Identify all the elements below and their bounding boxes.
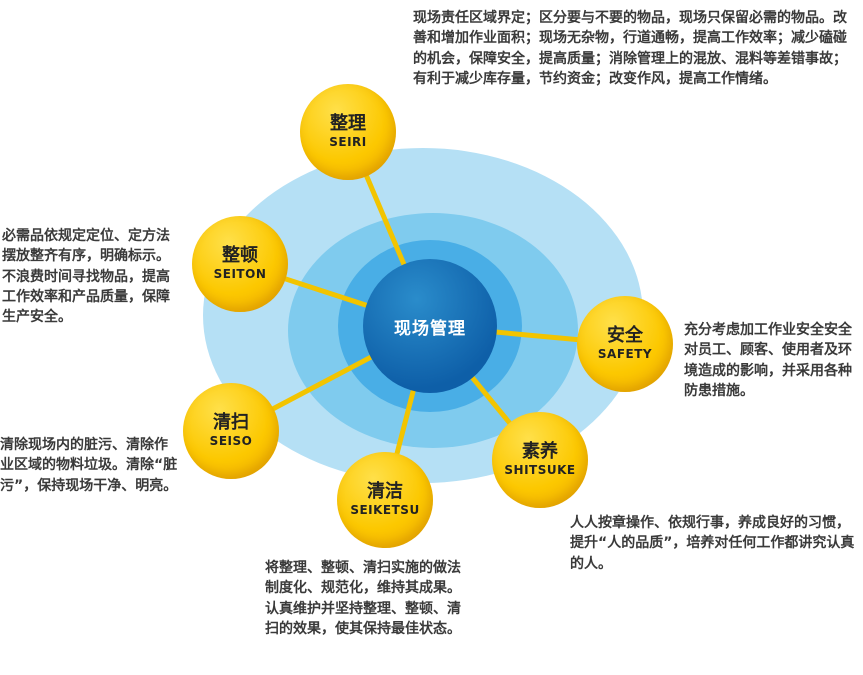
seiri-description: 现场责任区域界定；区分要与不要的物品，现场只保留必需的物品。改善和增加作业面积；… — [413, 10, 847, 87]
seiso-description: 清除现场内的脏污、清除作业区域的物料垃圾。清除“脏污”，保持现场干净、明亮。 — [0, 437, 178, 494]
node-seiso: 清扫 SEISO — [183, 383, 279, 479]
node-seiketsu-en: SEIKETSU — [350, 503, 420, 517]
node-seiso-zh: 清扫 — [213, 412, 249, 434]
node-seiketsu: 清洁 SEIKETSU — [337, 452, 433, 548]
node-shitsuke: 素养 SHITSUKE — [492, 412, 588, 508]
node-safety-en: SAFETY — [597, 347, 653, 361]
node-shitsuke-en: SHITSUKE — [504, 463, 576, 477]
node-seiri-en: SEIRI — [329, 135, 367, 149]
node-seiton-zh: 整顿 — [222, 245, 258, 267]
shitsuke-description: 人人按章操作、依规行事，养成良好的习惯，提升“人的品质”，培养对任何工作都讲究认… — [570, 515, 855, 572]
center-hub-label: 现场管理 — [394, 318, 466, 339]
seiton-description: 必需品依规定定位、定方法摆放整齐有序，明确标示。不浪费时间寻找物品，提高工作效率… — [2, 228, 170, 326]
seiketsu-description: 将整理、整顿、清扫实施的做法制度化、规范化，维持其成果。认真维护并坚持整理、整顿… — [265, 560, 461, 637]
node-seiso-en: SEISO — [209, 434, 253, 448]
safety-description: 充分考虑加工作业安全安全对员工、顾客、使用者及环境造成的影响，并采用各种防患措施… — [684, 322, 852, 399]
node-seiri-zh: 整理 — [330, 113, 366, 135]
node-seiri: 整理 SEIRI — [300, 84, 396, 180]
node-seiton: 整顿 SEITON — [192, 216, 288, 312]
node-safety-zh: 安全 — [607, 325, 643, 347]
node-seiton-en: SEITON — [213, 267, 267, 281]
node-safety: 安全 SAFETY — [577, 296, 673, 392]
node-shitsuke-zh: 素养 — [522, 441, 558, 463]
center-hub: 现场管理 — [363, 259, 497, 393]
node-seiketsu-zh: 清洁 — [367, 481, 403, 503]
